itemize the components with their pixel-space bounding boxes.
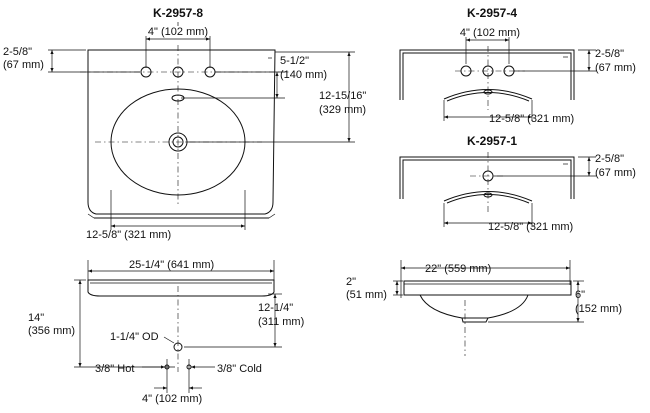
- dim-top-a-4: 2-5/8": [595, 48, 624, 60]
- bowl-rim-arc-inner-4: [446, 92, 530, 102]
- drain-od: [173, 342, 183, 352]
- faucet-hole-left-4: [460, 65, 472, 77]
- edge: [87, 213, 95, 219]
- dim-bowl-depth-b: (311 mm): [258, 316, 304, 328]
- faucet-hole-center: [172, 66, 184, 78]
- dim-height-a: 6": [575, 289, 585, 301]
- view-k2957-4: K-2957-4 4" (102 mm) 2-5/8" (67 mm) 12-5…: [399, 6, 636, 125]
- dim-faucet-spacing: 4" (102 mm): [148, 26, 208, 38]
- dim-depth-a-side: 14": [28, 312, 44, 324]
- dim-cold: 3/8" Cold: [217, 363, 262, 375]
- dim-top-b: (67 mm): [3, 59, 44, 71]
- dim-width-section: 22" (559 mm): [425, 263, 491, 275]
- dim-faucet-spacing-4: 4" (102 mm): [460, 27, 520, 39]
- dim-top-b-1: (67 mm): [595, 167, 636, 179]
- dim-drain-od: 1-1/4" OD: [110, 331, 159, 343]
- faucet-hole-center-4: [482, 65, 494, 77]
- model-label-k2957-4: K-2957-4: [467, 6, 517, 20]
- basin-inner-outline-4: [402, 52, 572, 100]
- dim-drain-a: 5-1/2": [280, 55, 309, 67]
- dim-supply-spacing: 4" (102 mm): [142, 393, 202, 405]
- basin-front-outline-4: [399, 49, 575, 100]
- dim-bowl-width-4: 12-5/8" (321 mm): [489, 113, 574, 125]
- faucet-hole-1: [482, 170, 494, 182]
- dim-rim-b: (51 mm): [346, 289, 387, 301]
- dim-hot: 3/8" Hot: [95, 363, 134, 375]
- model-label-k2957-8: K-2957-8: [153, 6, 203, 20]
- bowl-section: [419, 294, 529, 319]
- basin-inner-outline-1: [402, 159, 572, 199]
- dim-rim-a: 2": [346, 276, 356, 288]
- dim-bowl-depth-a: 12-1/4": [258, 302, 293, 314]
- rim-outline: [87, 279, 275, 297]
- dim-top-b-4: (67 mm): [595, 62, 636, 74]
- view-k2957-1: K-2957-1 2-5/8" (67 mm) 12-5/8" (321 mm): [399, 134, 636, 233]
- dim-bowl-width-1: 12-5/8" (321 mm): [488, 221, 573, 233]
- counter-rim: [403, 280, 572, 296]
- basin-outline: [87, 49, 276, 215]
- dim-depth-b-side: (356 mm): [28, 325, 75, 337]
- bowl-rim-arc-1: [443, 191, 533, 202]
- view-k2957-8: K-2957-8 4" (102 mm) 2-5/8" (67 mm): [3, 6, 366, 241]
- bowl-rim-arc-inner-1: [446, 194, 530, 204]
- view-section: 22" (559 mm) 2" (51 mm) 6" (152 mm): [346, 260, 622, 356]
- dim-width-top: 25-1/4" (641 mm): [129, 259, 214, 271]
- overflow-1: [483, 192, 493, 198]
- model-label-k2957-1: K-2957-1: [467, 134, 517, 148]
- dim-depth-a: 12-15/16": [319, 90, 366, 102]
- dim-bowl-width: 12-5/8" (321 mm): [86, 229, 171, 241]
- faucet-hole-left: [140, 66, 152, 78]
- dim-height-b: (152 mm): [575, 303, 622, 315]
- drain-section: [461, 317, 489, 323]
- basin-front-outline-1: [399, 156, 575, 199]
- edge: [268, 213, 276, 219]
- view-side-supply: 25-1/4" (641 mm) 14" (356 mm) 12-1/4" (3…: [28, 259, 304, 405]
- dim-depth-b: (329 mm): [319, 104, 366, 116]
- overflow-4: [483, 89, 493, 95]
- dim-top-a-1: 2-5/8": [595, 153, 624, 165]
- leader: [163, 336, 175, 344]
- dim-drain-b: (140 mm): [280, 69, 327, 81]
- drain-inner: [172, 136, 184, 148]
- dim-top-a: 2-5/8": [3, 46, 32, 58]
